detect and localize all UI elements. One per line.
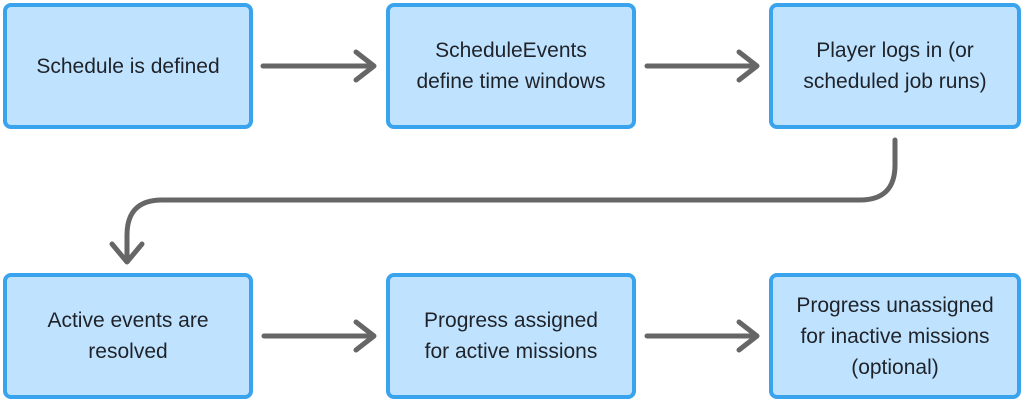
edge-n2-n3: [644, 49, 760, 83]
node-progress-assigned: Progress assigned for active missions: [386, 273, 636, 399]
edge-n5-n6: [644, 319, 760, 353]
edge-n3-n4: [109, 137, 898, 265]
node-label: Progress unassigned for inactive mission…: [796, 293, 994, 379]
edge-line: [124, 137, 898, 261]
arrowhead-icon: [736, 319, 760, 353]
arrowhead-icon: [353, 319, 377, 353]
node-progress-unassigned: Progress unassigned for inactive mission…: [769, 273, 1021, 399]
node-label: Player logs in (or scheduled job runs): [803, 39, 987, 93]
node-label: Progress assigned for active missions: [424, 309, 598, 363]
arrowhead-icon: [109, 241, 145, 265]
arrowhead-icon: [353, 49, 377, 83]
edge-n1-n2: [260, 49, 377, 83]
node-player-logs-in: Player logs in (or scheduled job runs): [769, 3, 1021, 129]
node-label: ScheduleEvents define time windows: [416, 39, 606, 93]
node-schedule-events: ScheduleEvents define time windows: [386, 3, 636, 129]
arrowhead-icon: [736, 49, 760, 83]
node-schedule-defined: Schedule is defined: [3, 3, 253, 129]
node-label: Active events are resolved: [47, 309, 209, 363]
edge-n4-n5: [261, 319, 377, 353]
node-label: Schedule is defined: [36, 54, 220, 78]
node-active-events-resolved: Active events are resolved: [3, 273, 253, 399]
